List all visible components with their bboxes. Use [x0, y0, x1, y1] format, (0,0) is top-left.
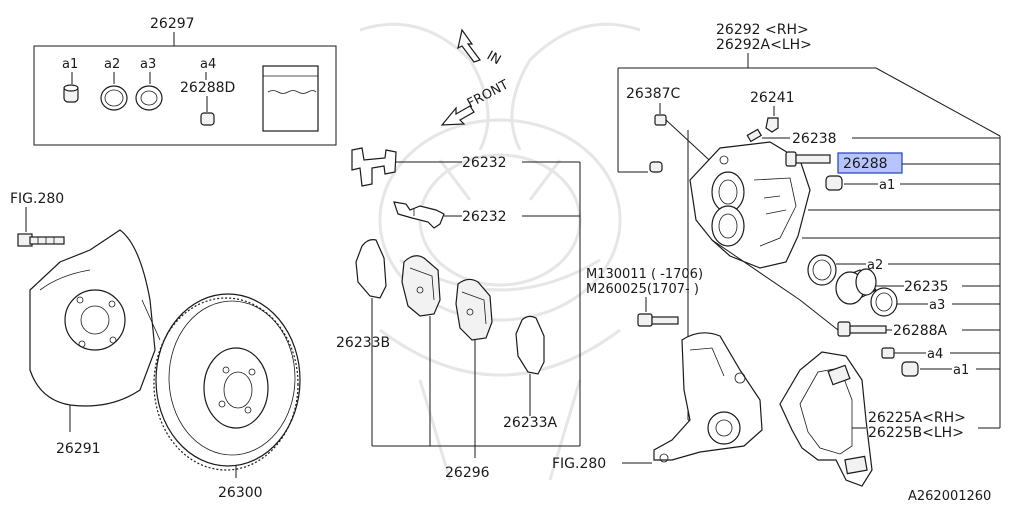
steering-knuckle — [653, 332, 763, 463]
screw-26238-icon — [746, 128, 763, 143]
label-bolt-m260025[interactable]: M260025(1707- ) — [586, 282, 699, 297]
label-pad-inner[interactable]: 26233A — [503, 415, 558, 431]
label-bleeder-cap[interactable]: 26387C — [626, 86, 681, 102]
piston-seal-a2-icon — [807, 254, 837, 286]
label-rotor-26300[interactable]: 26300 — [218, 485, 263, 501]
label-boot-a3[interactable]: a3 — [929, 298, 945, 313]
label-caliper-rh[interactable]: 26292 <RH> — [716, 22, 809, 38]
kit-boot-a3-icon — [135, 85, 163, 111]
highlight-pin-bolt-26288[interactable] — [837, 152, 903, 174]
label-caliper-lh[interactable]: 26292A<LH> — [716, 37, 812, 53]
label-fig280-top[interactable]: FIG.280 — [10, 191, 64, 207]
pad-shim-inner — [515, 315, 545, 375]
piston-boot-a3-icon — [870, 287, 898, 317]
kit-sleeve-26288d-icon — [200, 112, 215, 126]
caliper-body — [689, 141, 811, 269]
boot-a4-icon — [881, 347, 895, 359]
arrow-in-icon — [457, 28, 481, 63]
pin-bolt-26288-icon — [785, 151, 831, 167]
arrow-front-icon — [440, 105, 475, 126]
kit-boot-a1-icon — [63, 84, 79, 103]
label-kit-a3[interactable]: a3 — [140, 57, 156, 72]
guide-pin-26288a-icon — [837, 321, 887, 337]
kit-26297-box — [33, 45, 337, 146]
label-boot-a1-lower[interactable]: a1 — [953, 363, 969, 378]
boot-a1-upper-icon — [825, 175, 843, 191]
label-guide-pin[interactable]: 26288A — [893, 323, 948, 339]
label-shield-26291[interactable]: 26291 — [56, 441, 101, 457]
boot-a1-lower-icon — [901, 361, 919, 377]
pad-clip-upper — [351, 147, 397, 187]
pad-inner-1 — [455, 278, 493, 341]
pad-clip-lower — [393, 201, 445, 229]
label-kit-a1[interactable]: a1 — [62, 57, 78, 72]
watermark-emblem — [359, 22, 641, 481]
brake-rotor-26300 — [153, 293, 301, 478]
label-piston[interactable]: 26235 — [904, 279, 949, 295]
label-boot-a1[interactable]: a1 — [879, 178, 895, 193]
pad-outer-1 — [401, 255, 441, 317]
bleeder-cap-icon — [649, 114, 667, 173]
label-screw[interactable]: 26238 — [792, 131, 837, 147]
label-pad-set[interactable]: 26296 — [445, 465, 490, 481]
diagram-reference-code: A262001260 — [908, 489, 991, 504]
label-kit-a2[interactable]: a2 — [104, 57, 120, 72]
label-bolt-m130011[interactable]: M130011 ( -1706) — [586, 267, 703, 282]
shield-bolt-icon — [17, 233, 65, 247]
label-kit-26297[interactable]: 26297 — [150, 16, 195, 32]
label-pin-bolt[interactable]: 26288 — [843, 156, 888, 172]
label-clip-upper[interactable]: 26232 — [462, 155, 507, 171]
bleeder-screw-icon — [765, 117, 779, 133]
label-clip-lower[interactable]: 26232 — [462, 209, 507, 225]
shield-group: FIG.280 26291 — [10, 191, 161, 457]
label-bleeder[interactable]: 26241 — [750, 90, 795, 106]
label-boot-a4[interactable]: a4 — [927, 347, 943, 362]
label-arrow-in[interactable]: IN — [484, 48, 503, 68]
kit-26297-group: 26297 a1 a2 a3 a4 26288D — [33, 16, 337, 146]
kit-grease-pack-icon — [262, 65, 319, 132]
label-pad-outer[interactable]: 26233B — [336, 335, 390, 351]
label-support-rh[interactable]: 26225A<RH> — [868, 410, 966, 426]
disc-shield-26291 — [29, 229, 161, 407]
pad-shim-outer — [355, 239, 387, 299]
piston-26235-icon — [835, 268, 877, 305]
caliper-support-bracket — [779, 351, 873, 487]
kit-seal-a2-icon — [100, 85, 128, 111]
label-kit-a4[interactable]: a4 — [200, 57, 216, 72]
label-fig280-bottom[interactable]: FIG.280 — [552, 456, 606, 472]
label-support-lh[interactable]: 26225B<LH> — [868, 425, 964, 441]
mounting-bolt-icon — [637, 313, 679, 327]
label-kit-26288d[interactable]: 26288D — [180, 80, 235, 96]
label-seal-a2[interactable]: a2 — [867, 258, 883, 273]
